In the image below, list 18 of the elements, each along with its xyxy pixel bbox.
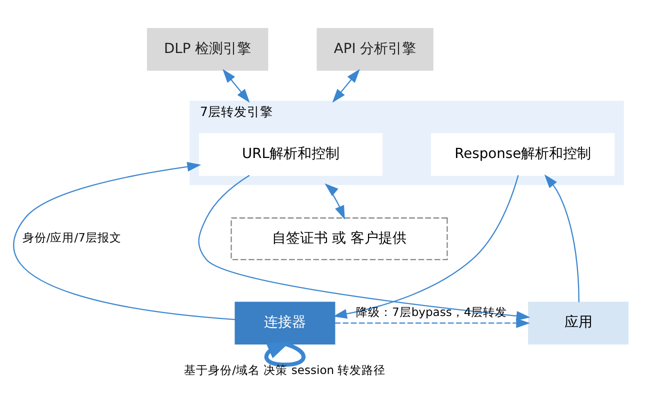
node-box: 连接器 bbox=[234, 301, 336, 344]
arrow bbox=[14, 161, 236, 320]
arrow bbox=[333, 174, 519, 318]
arrow bbox=[544, 174, 580, 302]
node-box: URL解析和控制 bbox=[198, 132, 383, 176]
node-box: 自签证书 或 客户提供 bbox=[230, 216, 448, 260]
arrow bbox=[222, 68, 250, 102]
arrow bbox=[198, 174, 530, 320]
node-box: DLP 检测引擎 bbox=[146, 28, 268, 70]
edge-label: 身份/应用/7层报文 bbox=[22, 230, 122, 244]
arrow bbox=[264, 340, 306, 366]
arrow bbox=[332, 68, 360, 102]
edge-label: 基于身份/域名 决策 session 转发路径 bbox=[184, 362, 386, 376]
arrow bbox=[334, 318, 530, 328]
node-box: API 分析引擎 bbox=[316, 28, 434, 70]
arrow bbox=[324, 182, 345, 220]
node-box: Response解析和控制 bbox=[431, 132, 615, 176]
node-box: 应用 bbox=[528, 301, 629, 344]
